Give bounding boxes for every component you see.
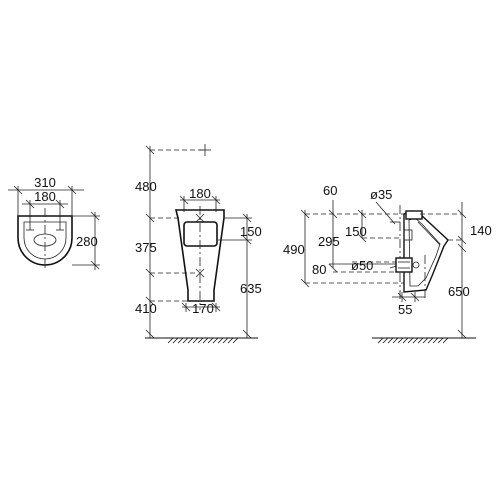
dim-375-label: 375 [135, 240, 157, 255]
dim-650-label: 650 [448, 284, 470, 299]
profile-view: 490 60 295 80 150 ø35 ø50 [283, 183, 492, 344]
outlet-diameter-label: ø50 [351, 258, 373, 273]
dim-280-label: 280 [76, 234, 98, 249]
dim-170-label: 170 [192, 301, 214, 316]
floor-hatch-side [167, 337, 239, 344]
dim-490-label: 490 [283, 242, 305, 257]
dim-55-label: 55 [398, 302, 412, 317]
dim-310-label: 310 [34, 175, 56, 190]
floor-hatch-profile [377, 337, 449, 344]
inlet-diameter-label: ø35 [370, 187, 392, 202]
urinal-top-outline [17, 215, 73, 266]
dim-80-label: 80 [312, 262, 326, 277]
outlet-fitting [395, 257, 420, 273]
urinal-front-outline [174, 209, 225, 302]
side-view: 480 375 410 180 150 635 170 [135, 144, 262, 344]
dim-180-label: 180 [34, 189, 56, 204]
dim-480-label: 480 [135, 179, 157, 194]
dim-410-label: 410 [135, 301, 157, 316]
urinal-profile-outline [403, 210, 449, 293]
fixing-point-top [199, 144, 211, 156]
front-view: 310 180 280 [8, 175, 100, 270]
dim-140-label: 140 [470, 223, 492, 238]
dim-295-label: 295 [318, 234, 340, 249]
dim-60-label: 60 [323, 183, 337, 198]
dim-635-label: 635 [240, 281, 262, 296]
dim-180-side-label: 180 [189, 186, 211, 201]
dim-150-side-label: 150 [240, 224, 262, 239]
dim-150-profile-label: 150 [345, 224, 367, 239]
